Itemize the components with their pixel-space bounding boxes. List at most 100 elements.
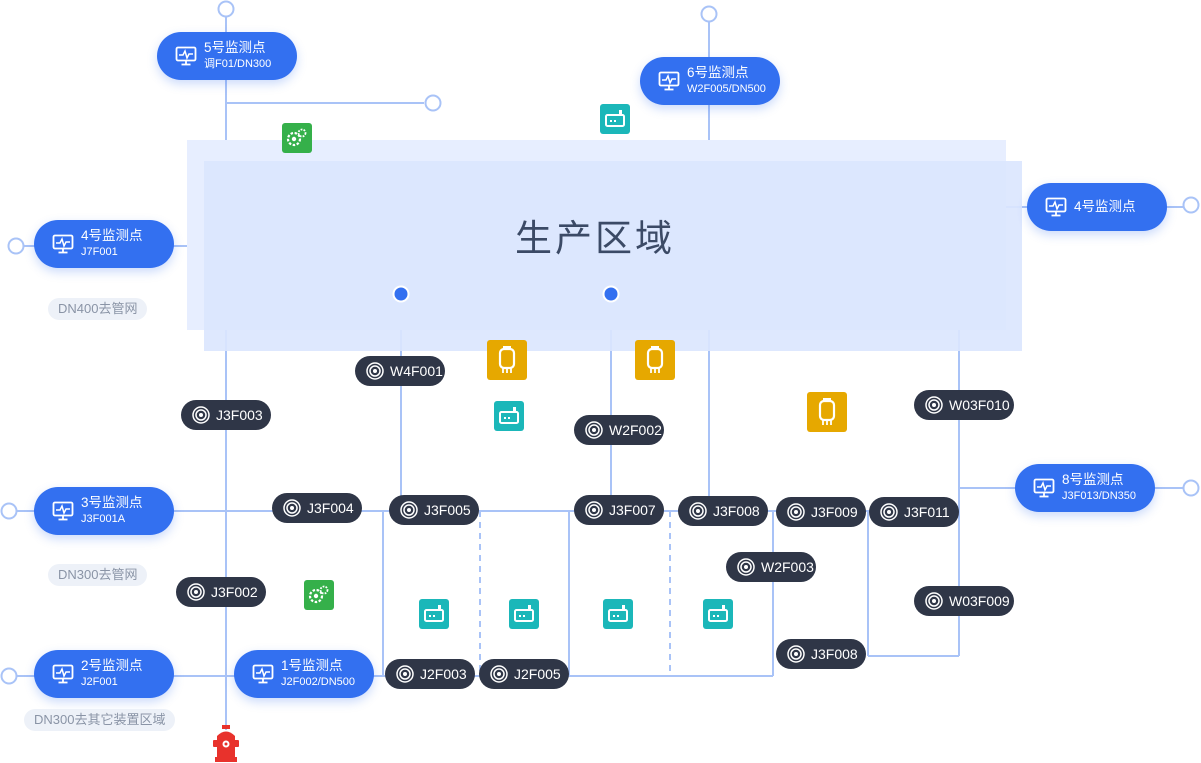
monitor-point-title: 4号监测点: [1074, 199, 1136, 214]
monitor-icon: [52, 664, 74, 684]
valve-J3F002[interactable]: J3F002: [176, 577, 266, 607]
monitor-point-5[interactable]: 5号监测点调F01/DN300: [157, 32, 297, 80]
valve-W2F003[interactable]: W2F003: [726, 552, 816, 582]
monitor-point-1[interactable]: 1号监测点 J2F002/DN500: [234, 650, 374, 698]
monitor-point-title: 2号监测点: [81, 658, 143, 673]
valve-J3F008-top[interactable]: J3F008: [678, 496, 768, 526]
monitor-point-subtitle: 调F01/DN300: [204, 58, 272, 70]
pipe-endpoint: [1182, 196, 1200, 214]
gear-icon[interactable]: [304, 580, 334, 610]
valve-W03F010[interactable]: W03F010: [914, 390, 1014, 420]
valve-icon: [925, 396, 943, 414]
pump-icon[interactable]: [419, 599, 449, 629]
monitor-point-title: 5号监测点: [204, 40, 266, 55]
valve-W4F001[interactable]: W4F001: [355, 356, 445, 386]
monitor-point-2[interactable]: 2号监测点 J2F001: [34, 650, 174, 698]
monitor-point-4-left[interactable]: 4号监测点 J7F001: [34, 220, 174, 268]
valve-label: J3F005: [424, 502, 471, 518]
pump-icon[interactable]: [494, 401, 524, 431]
pipe-node: [602, 285, 620, 303]
pump-icon[interactable]: [509, 599, 539, 629]
pump-icon[interactable]: [703, 599, 733, 629]
valve-label: W4F001: [390, 363, 443, 379]
monitor-icon: [175, 46, 197, 66]
valve-icon: [737, 558, 755, 576]
pump-icon[interactable]: [600, 104, 630, 134]
monitor-point-title: 1号监测点: [281, 658, 343, 673]
valve-label: J3F008: [713, 503, 760, 519]
valve-icon: [400, 501, 418, 519]
valve-J2F005[interactable]: J2F005: [479, 659, 569, 689]
valve-J3F009[interactable]: J3F009: [776, 497, 866, 527]
monitor-point-title: 6号监测点: [687, 65, 749, 80]
valve-label: W2F002: [609, 422, 662, 438]
pipe-endpoint: [0, 502, 18, 520]
monitor-point-subtitle: J3F013/DN350: [1062, 490, 1136, 502]
monitor-point-subtitle: J7F001: [81, 246, 118, 258]
monitor-point-subtitle: J2F001: [81, 676, 118, 688]
valve-label: J3F002: [211, 584, 258, 600]
tank-icon[interactable]: [487, 340, 527, 380]
production-zone: [204, 161, 1022, 351]
valve-icon: [283, 499, 301, 517]
valve-label: W03F010: [949, 397, 1010, 413]
pipe-endpoint: [424, 94, 442, 112]
monitor-icon: [52, 234, 74, 254]
valve-icon: [585, 421, 603, 439]
monitor-point-title: 8号监测点: [1062, 472, 1124, 487]
pipe-label: DN300去管网: [48, 564, 148, 586]
pump-icon[interactable]: [603, 599, 633, 629]
valve-label: J3F003: [216, 407, 263, 423]
valve-label: J2F005: [514, 666, 561, 682]
valve-label: W2F003: [761, 559, 814, 575]
valve-J2F003[interactable]: J2F003: [385, 659, 475, 689]
tank-icon[interactable]: [635, 340, 675, 380]
monitor-point-subtitle: J2F002/DN500: [281, 676, 355, 688]
pipe-endpoint: [700, 5, 718, 23]
tank-icon[interactable]: [807, 392, 847, 432]
monitor-point-subtitle: W2F005/DN500: [687, 83, 766, 95]
monitor-icon: [252, 664, 274, 684]
valve-label: J2F003: [420, 666, 467, 682]
zone-title: 生产区域: [515, 217, 675, 260]
valve-icon: [787, 645, 805, 663]
valve-icon: [187, 583, 205, 601]
monitor-point-8[interactable]: 8号监测点 J3F013/DN350: [1015, 464, 1155, 512]
fire-hydrant-icon[interactable]: [212, 725, 240, 763]
valve-icon: [490, 665, 508, 683]
valve-W03F009[interactable]: W03F009: [914, 586, 1014, 616]
valve-J3F005[interactable]: J3F005: [389, 495, 479, 525]
pipe-node: [392, 285, 410, 303]
pipe-endpoint: [0, 667, 18, 685]
monitor-icon: [52, 501, 74, 521]
gear-icon[interactable]: [282, 123, 312, 153]
monitor-icon: [1033, 478, 1055, 498]
valve-label: J3F011: [904, 504, 950, 520]
valve-icon: [585, 501, 603, 519]
valve-icon: [880, 503, 898, 521]
valve-label: W03F009: [949, 593, 1010, 609]
valve-J3F007[interactable]: J3F007: [574, 495, 664, 525]
valve-icon: [925, 592, 943, 610]
monitor-point-title: 4号监测点: [81, 228, 143, 243]
valve-J3F011[interactable]: J3F011: [869, 497, 959, 527]
valve-label: J3F007: [609, 502, 656, 518]
valve-icon: [366, 362, 384, 380]
monitor-point-6[interactable]: 6号监测点 W2F005/DN500: [640, 57, 780, 105]
valve-icon: [787, 503, 805, 521]
valve-J3F004[interactable]: J3F004: [272, 493, 362, 523]
pipe-endpoint: [1182, 479, 1200, 497]
monitor-icon: [1045, 197, 1067, 217]
valve-icon: [396, 665, 414, 683]
monitor-point-4-right[interactable]: 4号监测点: [1027, 183, 1167, 231]
pipe-endpoint: [7, 237, 25, 255]
pipe-endpoint: [217, 0, 235, 18]
valve-label: J3F004: [307, 500, 354, 516]
valve-J3F008-bottom[interactable]: J3F008: [776, 639, 866, 669]
valve-J3F003[interactable]: J3F003: [181, 400, 271, 430]
valve-label: J3F009: [811, 504, 858, 520]
valve-W2F002[interactable]: W2F002: [574, 415, 664, 445]
pipe-label: DN300去其它装置区域: [24, 709, 176, 731]
valve-icon: [192, 406, 210, 424]
